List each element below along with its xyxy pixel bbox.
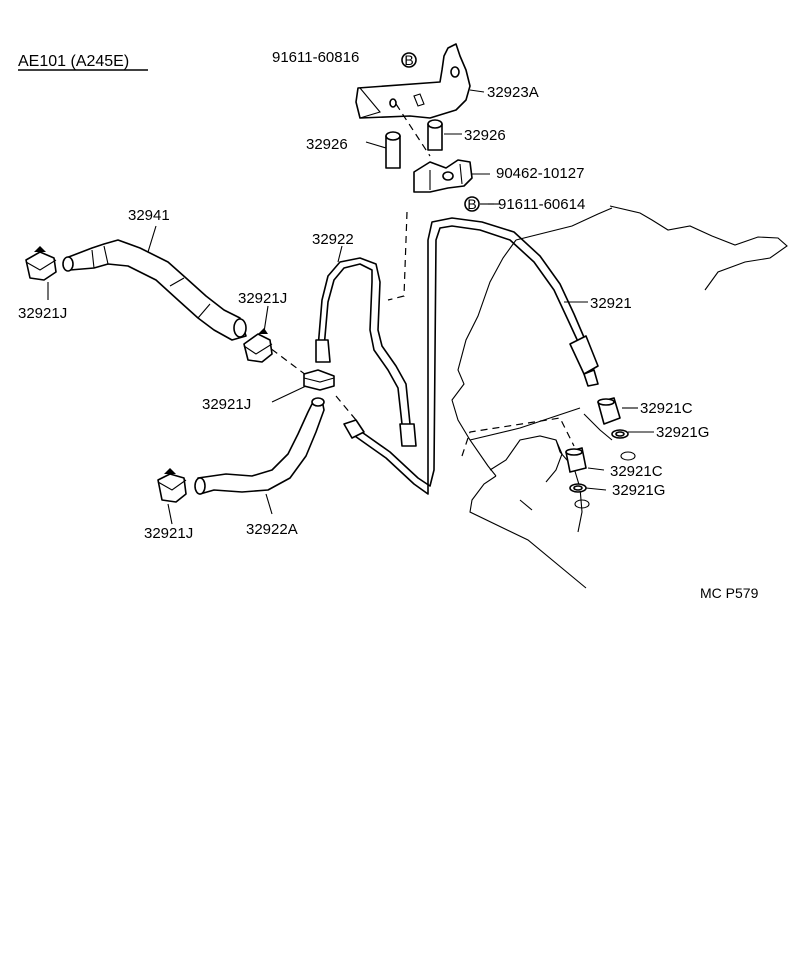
label-32922A: 32922A: [246, 521, 298, 538]
clamp-90462-10127: [413, 159, 473, 193]
pipe-32921: [343, 217, 599, 495]
clamp-32921J-topleft: [25, 246, 57, 281]
spacer-32926-left: [385, 131, 401, 169]
label-32921C-upper: 32921C: [640, 400, 693, 417]
bolt-badge-lower: B: [464, 196, 480, 212]
label-32923A: 32923A: [487, 84, 539, 101]
label-91611-60816: 91611-60816: [272, 49, 359, 66]
label-32922: 32922: [312, 231, 354, 248]
part-labels: 91611-60816 32923A 32926 32926 90462-101…: [18, 49, 759, 601]
label-32941: 32941: [128, 207, 170, 224]
label-32921J-bottomleft: 32921J: [144, 525, 193, 542]
pipe-32922: [315, 257, 417, 447]
bolt-badge-lower-letter: B: [467, 196, 476, 212]
bolt-badge-upper-letter: B: [404, 52, 413, 68]
gasket-32921G-lower: [569, 483, 587, 493]
label-32926-left: 32926: [306, 136, 348, 153]
bolt-badge-upper: B: [401, 52, 417, 68]
label-32921: 32921: [590, 295, 632, 312]
fitting-32921C-upper: [597, 397, 621, 425]
diagram-code: MC P579: [700, 585, 759, 601]
bracket-32923A: [355, 43, 471, 119]
clamp-32921J-bottomleft: [157, 468, 187, 503]
spacer-32926-right: [427, 119, 443, 151]
leader-lines: [47, 89, 654, 525]
label-32921J-center: 32921J: [202, 396, 251, 413]
case-port-upper: [620, 451, 636, 461]
diagram-title: AE101 (A245E): [18, 53, 148, 71]
label-32926-right: 32926: [464, 127, 506, 144]
label-32921J-middle: 32921J: [238, 290, 287, 307]
clamp-32921J-center: [303, 369, 335, 391]
label-32921G-lower: 32921G: [612, 482, 665, 499]
gasket-32921G-upper: [611, 429, 629, 439]
title-text: AE101 (A245E): [18, 53, 129, 70]
clamp-32921J-middle: [243, 328, 273, 363]
case-port-lower: [574, 499, 590, 509]
assembly-lines: [261, 103, 607, 457]
label-32921G-upper: 32921G: [656, 424, 709, 441]
hose-32941: [62, 239, 247, 341]
fitting-32921C-lower: [565, 447, 587, 473]
hose-32922A: [194, 397, 325, 495]
label-91611-60614: 91611-60614: [498, 196, 585, 213]
label-90462-10127: 90462-10127: [496, 165, 584, 182]
label-32921C-lower: 32921C: [610, 463, 663, 480]
transmission-case-outline: [451, 205, 788, 589]
label-32921J-topleft: 32921J: [18, 305, 67, 322]
